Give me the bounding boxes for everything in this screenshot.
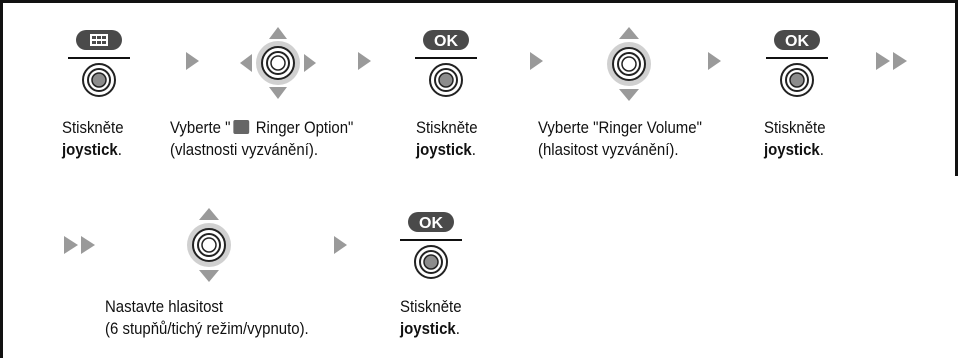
- step-1-period: .: [117, 140, 122, 159]
- step-7-line1: Stiskněte: [400, 297, 462, 316]
- step-7-line2: joystick.: [400, 318, 462, 340]
- menu-key-press-icon: [68, 30, 130, 97]
- step-2-line1: Vyberte " Ringer Option": [170, 117, 353, 139]
- ok-key-press-icon: OK: [400, 212, 462, 279]
- step-2-line1-post: Ringer Option": [251, 118, 354, 137]
- joystick-label: joystick: [62, 140, 118, 159]
- step-2-caption: Vyberte " Ringer Option" (vlastnosti vyz…: [170, 117, 353, 161]
- ok-key-press-icon: OK: [415, 30, 477, 97]
- step-1-line2: joystick.: [62, 139, 124, 161]
- ok-key-press-icon: OK: [766, 30, 828, 97]
- panel-left-border: [0, 0, 3, 358]
- joystick-label: joystick: [416, 140, 472, 159]
- ringer-option-icon: [233, 120, 249, 134]
- joystick-up-down-icon: [187, 208, 231, 282]
- next-step-arrow: [358, 52, 371, 70]
- next-step-arrow: [530, 52, 543, 70]
- panel-right-border: [955, 0, 958, 176]
- step-1-line1: Stiskněte: [62, 118, 124, 137]
- joystick-up-down-icon: [607, 27, 651, 101]
- next-step-arrow: [334, 236, 347, 254]
- panel-top-border: [0, 0, 958, 3]
- next-step-arrow: [708, 52, 721, 70]
- step-3-period: .: [471, 140, 476, 159]
- continue-double-arrow: [876, 52, 907, 70]
- step-4-caption: Vyberte "Ringer Volume" (hlasitost vyzvá…: [538, 117, 702, 161]
- step-3-caption: Stiskněte joystick.: [416, 117, 478, 161]
- next-step-arrow: [186, 52, 199, 70]
- ok-key-label: OK: [419, 215, 443, 232]
- step-5-line1: Stiskněte: [764, 118, 826, 137]
- joystick-label: joystick: [400, 319, 456, 338]
- step-4-line2: (hlasitost vyzvánění).: [538, 140, 679, 159]
- step-3-line2: joystick.: [416, 139, 478, 161]
- ok-key-label: OK: [434, 33, 458, 50]
- joystick-label: joystick: [764, 140, 820, 159]
- step-3-line1: Stiskněte: [416, 118, 478, 137]
- joystick-four-way-icon: [240, 27, 316, 99]
- step-6-line1: Nastavte hlasitost: [105, 297, 224, 316]
- step-5-period: .: [819, 140, 824, 159]
- ok-key-label: OK: [785, 33, 809, 50]
- step-5-line2: joystick.: [764, 139, 826, 161]
- step-7-period: .: [455, 319, 460, 338]
- step-5-caption: Stiskněte joystick.: [764, 117, 826, 161]
- step-1-caption: Stiskněte joystick.: [62, 117, 124, 161]
- step-7-caption: Stiskněte joystick.: [400, 296, 462, 340]
- step-6-line2: (6 stupňů/tichý režim/vypnuto).: [105, 319, 309, 338]
- step-6-caption: Nastavte hlasitost (6 stupňů/tichý režim…: [105, 296, 309, 340]
- step-4-line1: Vyberte "Ringer Volume": [538, 118, 702, 137]
- step-2-line2: (vlastnosti vyzvánění).: [170, 140, 319, 159]
- continue-double-arrow: [64, 236, 95, 254]
- step-2-line1-pre: Vyberte ": [170, 118, 231, 137]
